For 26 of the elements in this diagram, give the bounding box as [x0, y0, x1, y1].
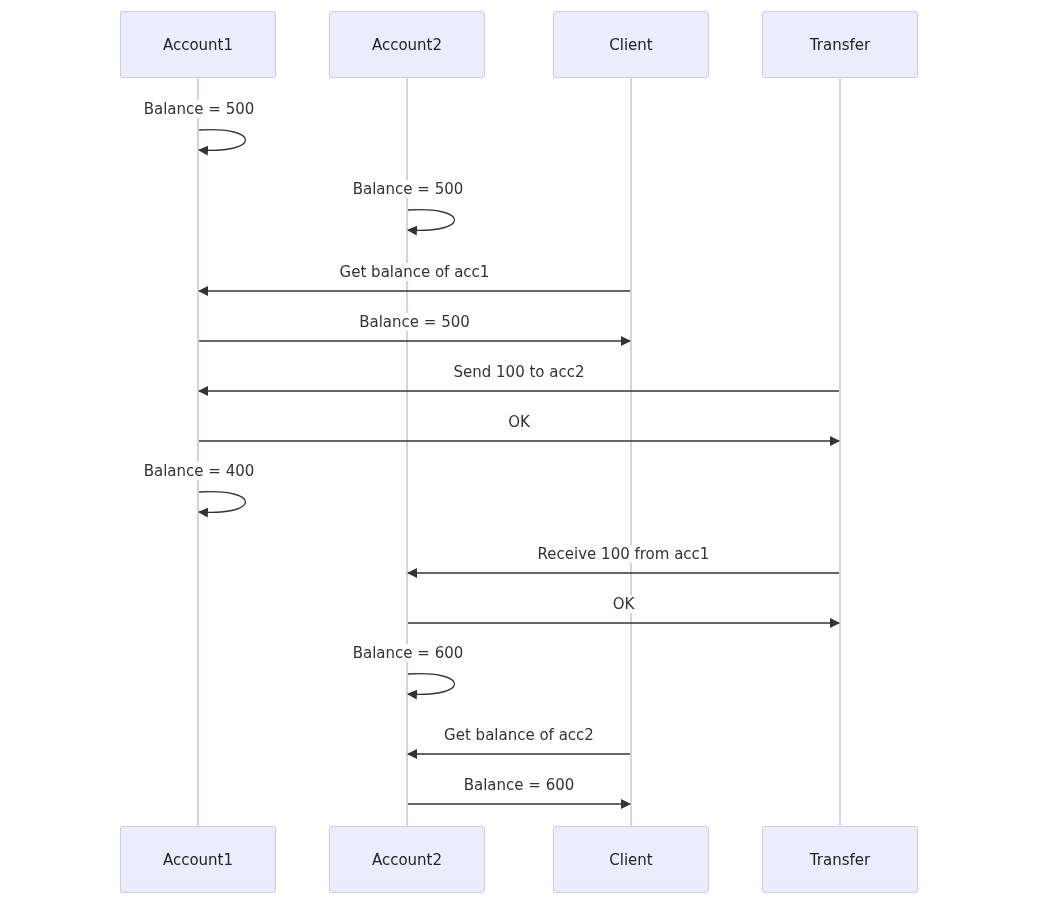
participant-box: Transfer	[762, 11, 918, 78]
participant-box: Client	[553, 11, 709, 78]
message-arrow	[198, 286, 631, 296]
self-message-arrow	[198, 491, 247, 518]
message-arrow	[407, 618, 840, 628]
self-message-arrow	[407, 209, 456, 236]
participant-box: Transfer	[762, 826, 918, 893]
participant-box: Account2	[329, 826, 485, 893]
edge-label: OK	[610, 595, 637, 613]
self-message-arrow	[407, 673, 456, 700]
self-message-arrow	[198, 129, 247, 156]
message-arrow	[198, 436, 840, 446]
participant-box: Account1	[120, 826, 276, 893]
message-arrow	[407, 749, 631, 759]
participant-box: Account1	[120, 11, 276, 78]
edge-label: Balance = 500	[357, 313, 472, 331]
lifeline	[197, 78, 199, 826]
lifeline	[406, 78, 408, 826]
lifeline	[839, 78, 841, 826]
lifeline	[630, 78, 632, 826]
message-arrow	[407, 568, 840, 578]
participant-box: Client	[553, 826, 709, 893]
participant-box: Account2	[329, 11, 485, 78]
message-arrow	[198, 386, 840, 396]
message-arrow	[407, 799, 631, 809]
message-arrow	[198, 336, 631, 346]
